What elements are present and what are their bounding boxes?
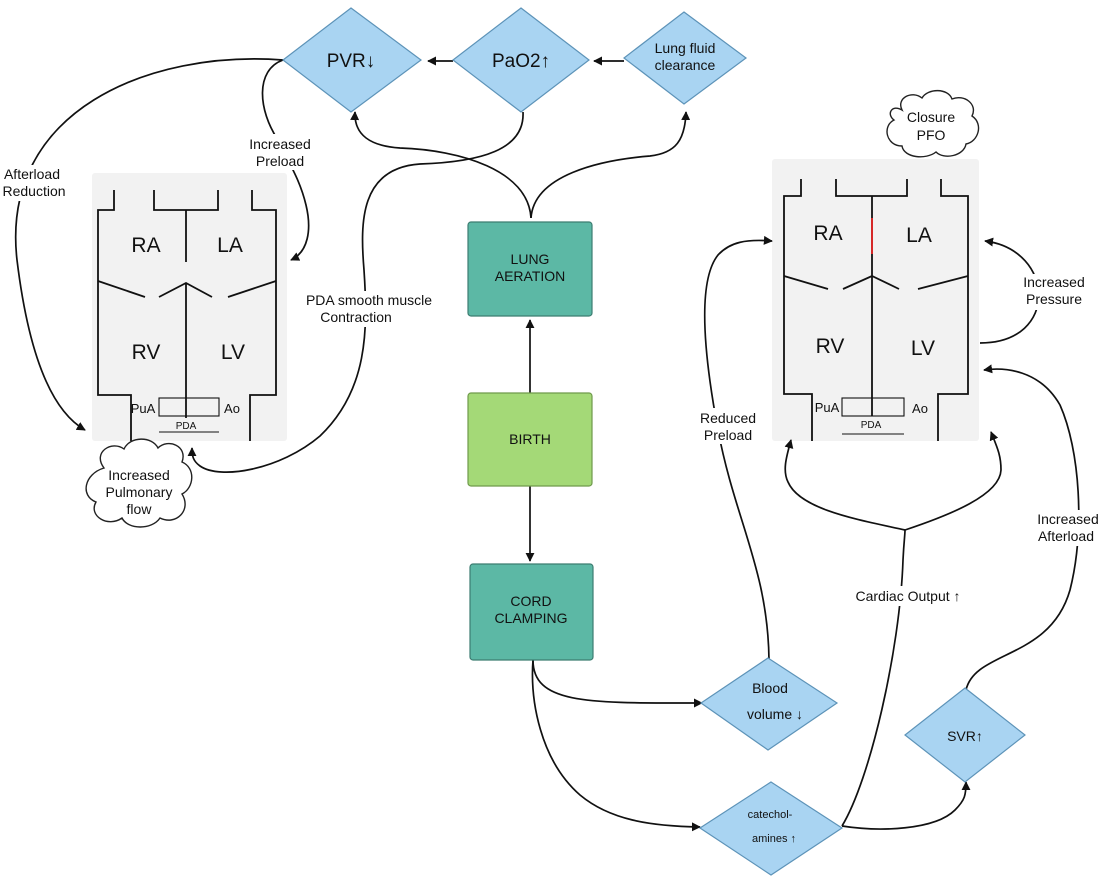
cord-clamping-box: CORD CLAMPING <box>469 563 594 661</box>
pvr-diamond: PVR↓ <box>282 7 423 113</box>
cord-clamping-line-2: CLAMPING <box>494 610 567 626</box>
edge-cardiac-output <box>841 529 906 827</box>
right-heart-la-label: LA <box>906 224 932 247</box>
left-heart-background <box>92 173 287 441</box>
pao2-diamond: PaO2↑ <box>452 7 590 113</box>
lung-fluid-line-1: Lung fluid <box>655 40 716 56</box>
left-heart-rv-label: RV <box>132 341 161 364</box>
right-heart-ao-label: Ao <box>912 401 928 416</box>
increased-afterload-line-1: Increased <box>1037 511 1098 527</box>
lung-aeration-line-1: LUNG <box>511 251 550 267</box>
lung-fluid-diamond: Lung fluid clearance <box>623 11 748 105</box>
birth-label: BIRTH <box>509 431 551 447</box>
reduced-preload-line-1: Reduced <box>700 410 756 426</box>
pao2-label: PaO2↑ <box>492 51 550 72</box>
pulmonary-flow-line-1: Increased <box>108 467 169 483</box>
edge-blood-reduced-preload <box>704 235 773 661</box>
pvr-label: PVR↓ <box>327 51 376 72</box>
increased-preload-line-2: Preload <box>256 153 304 169</box>
closure-pfo-line-2: PFO <box>917 127 946 143</box>
edge-pvr-afterload-reduction <box>14 58 284 431</box>
edge-cord-to-catechol <box>531 659 701 832</box>
edge-labels: Afterload Reduction Increased Preload PD… <box>0 134 1102 606</box>
closure-pfo-cloud: Closure PFO <box>886 89 980 158</box>
blood-volume-line-1: Blood <box>752 680 788 696</box>
closure-pfo-line-1: Closure <box>907 109 955 125</box>
left-heart-la-label: LA <box>217 234 243 257</box>
edge-cardiac-output-right <box>904 431 1002 531</box>
right-heart-rv-label: RV <box>816 335 845 358</box>
increased-pressure-line-2: Pressure <box>1026 291 1082 307</box>
catecholamines-diamond: catechol- amines ↑ <box>698 781 844 876</box>
right-heart-lv-label: LV <box>911 337 935 360</box>
cardiac-output-label: Cardiac Output ↑ <box>855 588 960 604</box>
left-heart-ra-label: RA <box>131 234 160 257</box>
lung-aeration-line-2: AERATION <box>495 268 566 284</box>
increased-pressure-line-1: Increased <box>1023 274 1084 290</box>
lung-fluid-line-2: clearance <box>655 57 716 73</box>
svr-label: SVR↑ <box>947 728 983 744</box>
left-heart-diagram: RA LA RV LV PuA Ao PDA <box>92 173 287 441</box>
edge-cardiac-output-left <box>784 439 906 531</box>
pulmonary-flow-line-3: flow <box>127 501 153 517</box>
blood-volume-diamond: Blood volume ↓ <box>699 657 839 751</box>
right-heart-ra-label: RA <box>813 222 842 245</box>
lung-aeration-box: LUNG AERATION <box>467 221 593 317</box>
right-heart-diagram: RA LA RV LV PuA Ao PDA <box>772 159 979 441</box>
birth-box: BIRTH <box>467 392 593 487</box>
blood-volume-line-2: volume ↓ <box>747 706 803 722</box>
cord-clamping-line-1: CORD <box>510 593 551 609</box>
reduced-preload-line-2: Preload <box>704 427 752 443</box>
edge-cord-to-blood <box>532 659 703 708</box>
afterload-reduction-line-2: Reduction <box>2 183 65 199</box>
left-heart-pda-label: PDA <box>176 421 197 432</box>
pulmonary-flow-line-2: Pulmonary <box>106 484 173 500</box>
afterload-reduction-line-1: Afterload <box>4 166 60 182</box>
edge-lung-to-fluid <box>530 111 691 219</box>
svr-diamond: SVR↑ <box>904 687 1026 783</box>
edge-lung-to-pvr <box>350 111 532 219</box>
right-heart-pua-label: PuA <box>815 400 840 415</box>
left-heart-ao-label: Ao <box>224 401 240 416</box>
right-heart-pda-label: PDA <box>861 420 882 431</box>
pulmonary-flow-cloud: Increased Pulmonary flow <box>85 438 193 528</box>
left-heart-lv-label: LV <box>221 341 245 364</box>
catecholamines-line-1: catechol- <box>748 809 793 821</box>
pda-contraction-line-1: PDA smooth muscle <box>306 292 432 308</box>
pda-contraction-line-2: Contraction <box>320 309 392 325</box>
edge-catechol-to-svr <box>841 781 971 830</box>
right-heart-background <box>772 159 979 441</box>
catecholamines-line-2: amines ↑ <box>752 833 796 845</box>
increased-preload-line-1: Increased <box>249 136 310 152</box>
left-heart-pua-label: PuA <box>131 401 156 416</box>
increased-afterload-line-2: Afterload <box>1038 528 1094 544</box>
